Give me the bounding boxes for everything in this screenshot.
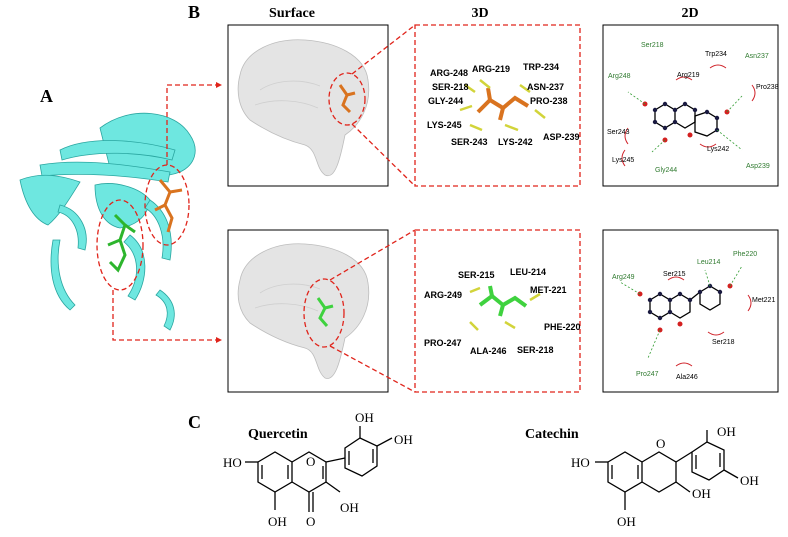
zoom-line-bottom-1 <box>329 229 416 281</box>
arrowhead-bottom <box>216 337 222 343</box>
quercetin-labels: OH OH HO OH OH O O <box>223 410 413 529</box>
hbond-residue: Asn237 <box>745 53 769 60</box>
header-surface: Surface <box>269 6 315 21</box>
res-label: SER-218 <box>432 82 469 92</box>
chem-label: OH <box>268 514 287 529</box>
chem-label: HO <box>223 455 242 470</box>
res-label: TRP-234 <box>523 62 559 72</box>
hydrophobic-residue: Ala246 <box>676 374 698 381</box>
arrow-to-bottom-surface <box>112 290 222 341</box>
hbond-residue: Arg249 <box>612 274 635 281</box>
catechin-ligand-a <box>107 213 136 273</box>
res-label: GLY-244 <box>428 96 463 106</box>
hbond-residue: Gly244 <box>655 167 677 174</box>
chem-label: O <box>306 454 315 469</box>
zoom-line-bottom-2 <box>329 345 416 393</box>
residue-sticks-bottom <box>469 286 541 331</box>
arrow-to-top-surface <box>166 84 222 165</box>
hbond-residue: Arg248 <box>608 73 631 80</box>
protein-surface-top <box>237 39 370 177</box>
hydrophobic-residue: Trp234 <box>705 51 727 58</box>
2d-box-top <box>602 24 779 187</box>
quercetin-in-pocket-top <box>338 84 356 114</box>
catechin-labels: OH OH HO O OH OH <box>571 424 759 529</box>
res-label: ARG-248 <box>430 68 468 78</box>
pocket-circle-bottom <box>303 278 345 348</box>
chem-label: O <box>656 436 665 451</box>
hydrophobic-residue: Lys242 <box>707 146 729 153</box>
3d-residue-labels-bottom: SER-215 LEU-214 ARG-249 MET-221 PHE-220 … <box>424 267 581 356</box>
2d-residue-labels-top: Ser218 Arg248 Asn237 Gly244 Asp239 Trp23… <box>607 42 779 174</box>
res-label: SER-243 <box>451 137 488 147</box>
catechin-in-pocket-bottom <box>316 297 334 327</box>
res-label: ARG-249 <box>424 290 462 300</box>
res-label: MET-221 <box>530 285 567 295</box>
catechin-site-circle <box>96 199 144 291</box>
chem-label: O <box>306 514 315 529</box>
hydrophobic-arcs-top <box>621 64 756 167</box>
ligand-3d-top <box>476 87 530 121</box>
chem-label: OH <box>355 410 374 425</box>
res-label: PRO-238 <box>530 96 568 106</box>
chem-label: HO <box>571 455 590 470</box>
zoom-line-top-1 <box>351 24 416 75</box>
res-label: ARG-219 <box>472 64 510 74</box>
ligand-2d-bottom <box>637 283 733 333</box>
res-label: SER-215 <box>458 270 495 280</box>
hbond-residue: Asp239 <box>746 163 770 170</box>
hydrophobic-residue: Arg219 <box>677 72 700 79</box>
hbond-lines-top <box>627 91 743 153</box>
hbond-residue: Leu214 <box>697 259 720 266</box>
chem-label: OH <box>340 500 359 515</box>
chem-label: OH <box>692 486 711 501</box>
quercetin-title: Quercetin <box>248 427 308 442</box>
hbond-residue: Phe220 <box>733 251 757 258</box>
protein-surface-bottom <box>237 243 370 379</box>
hydrophobic-residue: Ser243 <box>607 129 630 136</box>
catechin-structure <box>595 430 739 510</box>
pocket-circle-top <box>328 72 366 126</box>
panel-label-b: B <box>188 2 200 22</box>
panel-label-c: C <box>188 412 201 432</box>
3d-box-bottom <box>414 229 581 393</box>
ligand-3d-bottom <box>478 285 528 317</box>
zoom-line-top-2 <box>351 123 416 187</box>
res-label: ASN-237 <box>527 82 564 92</box>
protein-ribbon <box>19 112 196 331</box>
res-label: ASP-239 <box>543 132 580 142</box>
hydrophobic-residue: Lys245 <box>612 157 634 164</box>
res-label: PHE-220 <box>544 322 581 332</box>
panel-label-a: A <box>40 86 53 106</box>
quercetin-structure <box>245 426 393 512</box>
res-label: LYS-245 <box>427 120 462 130</box>
3d-residue-labels-top: ARG-248 ARG-219 TRP-234 SER-218 ASN-237 … <box>427 62 580 147</box>
header-3d: 3D <box>471 6 488 21</box>
res-label: PRO-247 <box>424 338 462 348</box>
hbond-residue: Ser218 <box>641 42 664 49</box>
quercetin-ligand-a <box>154 179 183 233</box>
hydrophobic-residue: Pro238 <box>756 84 779 91</box>
hbond-residue: Pro247 <box>636 371 659 378</box>
chem-label: OH <box>717 424 736 439</box>
catechin-title: Catechin <box>525 427 579 442</box>
2d-residue-labels-bottom: Leu214 Phe220 Arg249 Pro247 Ser215 Met22… <box>612 251 775 381</box>
res-label: ALA-246 <box>470 346 507 356</box>
chem-label: OH <box>740 473 759 488</box>
res-label: SER-218 <box>517 345 554 355</box>
hbond-lines-bottom <box>619 265 743 359</box>
arrowhead-top <box>216 82 222 88</box>
hydrophobic-arcs-bottom <box>667 276 752 367</box>
header-2d: 2D <box>681 6 698 21</box>
hydrophobic-residue: Ser218 <box>712 339 735 346</box>
res-label: LEU-214 <box>510 267 546 277</box>
hydrophobic-residue: Met221 <box>752 297 775 304</box>
res-label: LYS-242 <box>498 137 533 147</box>
hydrophobic-residue: Ser215 <box>663 271 686 278</box>
chem-label: OH <box>394 432 413 447</box>
chem-label: OH <box>617 514 636 529</box>
residue-sticks-top <box>459 79 546 132</box>
